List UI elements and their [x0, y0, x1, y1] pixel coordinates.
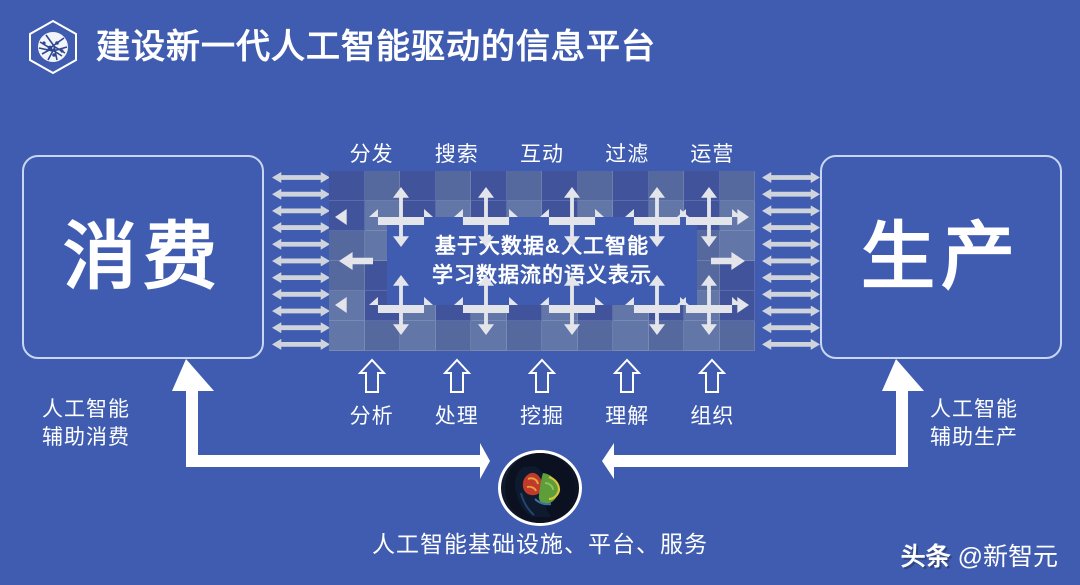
- left-arrow-icon: [335, 297, 347, 313]
- grid-cell: [435, 171, 471, 201]
- production-label: 生产: [861, 215, 1021, 298]
- left-arrow-icon: [335, 209, 347, 225]
- grid-cell: [542, 321, 578, 351]
- grid-cell: [329, 321, 365, 351]
- top-label-0: 分发: [349, 143, 394, 166]
- double-arrow-icon: [762, 188, 820, 200]
- grid-cell: [329, 171, 365, 201]
- double-arrow-icon: [272, 238, 330, 250]
- grid-cell: [648, 321, 684, 351]
- grid-cell: [471, 321, 507, 351]
- top-label-2: 互动: [520, 143, 564, 166]
- watermark-brand: 头条: [900, 543, 951, 571]
- production-box[interactable]: 生产: [820, 155, 1062, 359]
- watermark: 头条 @新智元: [901, 537, 1058, 573]
- double-arrow-icon: [272, 288, 330, 300]
- double-arrow-icon: [762, 322, 820, 334]
- double-arrow-icon: [762, 338, 820, 350]
- double-arrow-icon: [272, 205, 330, 217]
- grid-cell: [329, 291, 365, 321]
- grid-cell: [506, 171, 542, 201]
- grid-cell: [648, 171, 684, 201]
- slide-header: 建设新一代人工智能驱动的信息平台: [24, 18, 656, 76]
- production-feedback-arrow: [602, 359, 924, 479]
- ai-assist-production-line1: 人工智能: [930, 398, 1018, 421]
- up-arrow-icon: [528, 358, 556, 393]
- double-arrow-icon: [272, 272, 330, 284]
- bottom-label-4: 组织: [690, 405, 735, 428]
- double-arrow-icon: [762, 288, 820, 300]
- consumption-feedback-arrow: [172, 359, 490, 479]
- center-statement-line2: 学习数据流的语义表示: [432, 264, 652, 287]
- grid-cell: [684, 321, 720, 351]
- double-arrow-icon: [272, 322, 330, 334]
- grid-cell: [400, 321, 436, 351]
- top-label-row: 分发 搜索 互动 过滤 运营: [329, 138, 755, 168]
- double-arrow-icon: [762, 172, 820, 183]
- grid-cell: [684, 171, 720, 201]
- center-statement-line1: 基于大数据&人工智能: [434, 234, 650, 258]
- bottom-label-3: 理解: [605, 405, 650, 428]
- upward-arrow-row: [329, 358, 755, 394]
- consumption-label: 消费: [63, 215, 223, 298]
- double-arrow-icon: [762, 272, 820, 284]
- up-arrow-icon: [357, 358, 386, 393]
- data-flow-grid: 基于大数据&人工智能 学习数据流的语义表示: [329, 171, 755, 351]
- left-arrow-strip: [272, 172, 330, 350]
- grid-cell: [577, 321, 613, 351]
- double-arrow-icon: [762, 255, 820, 267]
- consumption-box[interactable]: 消费: [22, 155, 264, 359]
- grid-cell: [364, 171, 400, 201]
- bottom-label-2: 挖掘: [520, 405, 564, 428]
- up-arrow-icon: [442, 358, 471, 393]
- double-arrow-icon: [762, 222, 820, 234]
- grid-cell: [471, 171, 507, 201]
- bottom-label-row: 分析 处理 挖掘 理解 组织: [329, 400, 755, 430]
- grid-cell: [506, 321, 542, 351]
- grid-cell: [613, 171, 649, 201]
- double-arrow-icon: [272, 222, 330, 234]
- bottom-label-1: 处理: [434, 405, 479, 428]
- up-arrow-icon: [698, 358, 727, 393]
- infrastructure-caption: 人工智能基础设施、平台、服务: [372, 531, 708, 557]
- right-arrow-icon: [737, 209, 749, 225]
- grid-cell: [719, 291, 755, 321]
- up-arrow-icon: [613, 358, 642, 393]
- grid-cell: [719, 321, 755, 351]
- grid-cell: [542, 171, 578, 201]
- double-arrow-icon: [272, 188, 330, 200]
- top-label-1: 搜索: [434, 143, 479, 166]
- double-arrow-icon: [762, 305, 820, 317]
- double-arrow-icon: [762, 205, 820, 217]
- grid-cell: [719, 171, 755, 201]
- grid-cell: [719, 201, 755, 231]
- brain-head-icon: [498, 450, 582, 526]
- ai-assist-consumption-text: 人工智能 辅助消费: [42, 396, 130, 453]
- hexagon-network-icon: [24, 18, 82, 76]
- right-arrow-strip: [762, 172, 820, 350]
- ai-assist-consumption-line1: 人工智能: [42, 398, 130, 421]
- ai-assist-production-text: 人工智能 辅助生产: [930, 396, 1018, 453]
- double-arrow-icon: [272, 338, 330, 350]
- grid-cell: [329, 201, 365, 231]
- page-title: 建设新一代人工智能驱动的信息平台: [96, 28, 656, 66]
- ai-assist-consumption-line2: 辅助消费: [42, 426, 130, 450]
- ai-assist-production-line2: 辅助生产: [930, 426, 1018, 450]
- grid-cell: [577, 171, 613, 201]
- grid-cell: [613, 321, 649, 351]
- double-arrow-icon: [272, 305, 330, 317]
- center-statement-panel: 基于大数据&人工智能 学习数据流的语义表示: [387, 217, 697, 305]
- double-arrow-icon: [762, 238, 820, 250]
- top-label-3: 过滤: [605, 143, 650, 166]
- grid-cell: [435, 321, 471, 351]
- bottom-label-0: 分析: [349, 405, 394, 428]
- watermark-handle: @新智元: [957, 543, 1058, 571]
- double-arrow-icon: [272, 255, 330, 267]
- grid-cell: [364, 321, 400, 351]
- right-arrow-icon: [737, 297, 749, 313]
- top-label-4: 运营: [690, 143, 735, 166]
- double-arrow-icon: [272, 172, 330, 183]
- grid-cell: [400, 171, 436, 201]
